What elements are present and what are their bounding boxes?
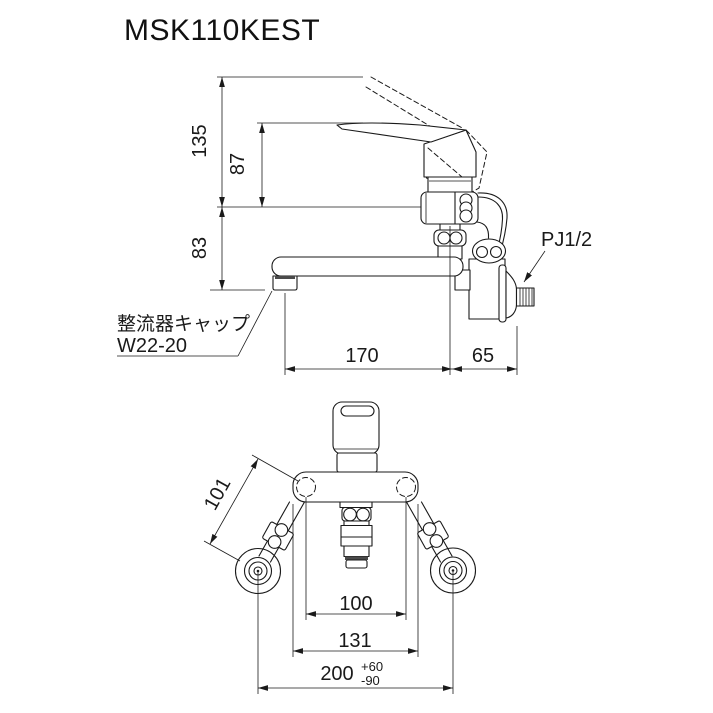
faucet-body-front bbox=[292, 471, 419, 503]
dim-text-handle-height: 87 bbox=[227, 153, 249, 175]
dim-text-swivel-span: 100 bbox=[339, 593, 372, 615]
raised-lever-dashed-line bbox=[370, 76, 465, 130]
dim-line-101 bbox=[209, 458, 259, 545]
wall-escutcheon bbox=[498, 264, 507, 323]
knurl bbox=[429, 534, 444, 548]
lever-top-detail bbox=[340, 405, 375, 417]
dim-text-wall-offset: 65 bbox=[472, 345, 494, 367]
thread-lines bbox=[519, 288, 533, 306]
spout-tip-band bbox=[345, 556, 368, 560]
dim-text-pitch-tol-plus: +60 bbox=[361, 659, 383, 674]
knurl bbox=[437, 231, 451, 245]
dim-text-total-height: 135 bbox=[189, 124, 211, 157]
spout-cylinder bbox=[340, 524, 373, 538]
model-number-title: MSK110KEST bbox=[124, 14, 321, 47]
aerator-cap-band bbox=[275, 276, 295, 279]
threaded-nipple bbox=[515, 287, 535, 307]
aerator-cap bbox=[272, 275, 298, 291]
leader-line bbox=[237, 290, 273, 357]
extension-line bbox=[203, 540, 241, 562]
leader-line bbox=[523, 250, 546, 283]
knurl bbox=[274, 523, 289, 537]
side-view-labels: PJ1/2 整流器キャップ W22-20 bbox=[117, 229, 592, 357]
side-view-dimensions: 135 87 83 170 65 bbox=[189, 76, 518, 375]
side-view: 135 87 83 170 65 PJ1/2 整流器キャップ W22-20 bbox=[117, 76, 592, 375]
dim-text-pitch-tol-minus: -90 bbox=[361, 673, 380, 688]
spout-tube bbox=[271, 256, 464, 277]
spout-cylinder bbox=[340, 536, 373, 547]
elbow-line bbox=[477, 196, 504, 250]
knurl bbox=[489, 245, 503, 259]
knurl bbox=[475, 245, 489, 259]
spout-band bbox=[343, 520, 370, 527]
connection-size-label: PJ1/2 bbox=[541, 229, 592, 251]
knurl bbox=[459, 209, 473, 223]
aerator-cap-label: 整流器キャップ bbox=[117, 313, 250, 335]
raised-head-dashed-edge bbox=[427, 147, 463, 178]
knurl bbox=[422, 522, 437, 536]
dim-text-install-pitch: 200 bbox=[320, 663, 353, 685]
elbow-inner-line bbox=[476, 221, 490, 239]
dim-text-body-width: 131 bbox=[338, 630, 371, 652]
aerator-thread-label: W22-20 bbox=[117, 335, 187, 357]
knurl bbox=[356, 507, 370, 522]
extension-line bbox=[251, 454, 299, 482]
flange-cone bbox=[505, 270, 518, 319]
right-flange-center bbox=[451, 569, 455, 572]
side-view-faucet bbox=[271, 76, 535, 323]
dim-text-spout-reach: 170 bbox=[345, 345, 378, 367]
faucet-head bbox=[423, 129, 477, 178]
spout-tip-cap bbox=[345, 559, 368, 569]
knurl bbox=[267, 535, 282, 549]
left-flange-center bbox=[256, 569, 260, 573]
spout-tip bbox=[343, 545, 370, 558]
knurl bbox=[343, 507, 357, 522]
spout-flange bbox=[339, 501, 373, 509]
front-view: 101 100 131 200 +60 -90 bbox=[200, 401, 477, 694]
knurl bbox=[449, 231, 463, 245]
front-view-faucet bbox=[234, 401, 477, 595]
left-swivel-dashed-circle bbox=[296, 477, 316, 497]
head-neck bbox=[427, 176, 473, 193]
right-swivel-dashed-circle bbox=[396, 477, 416, 497]
dim-text-spout-drop: 83 bbox=[189, 237, 211, 259]
cartridge-cover bbox=[336, 452, 378, 473]
